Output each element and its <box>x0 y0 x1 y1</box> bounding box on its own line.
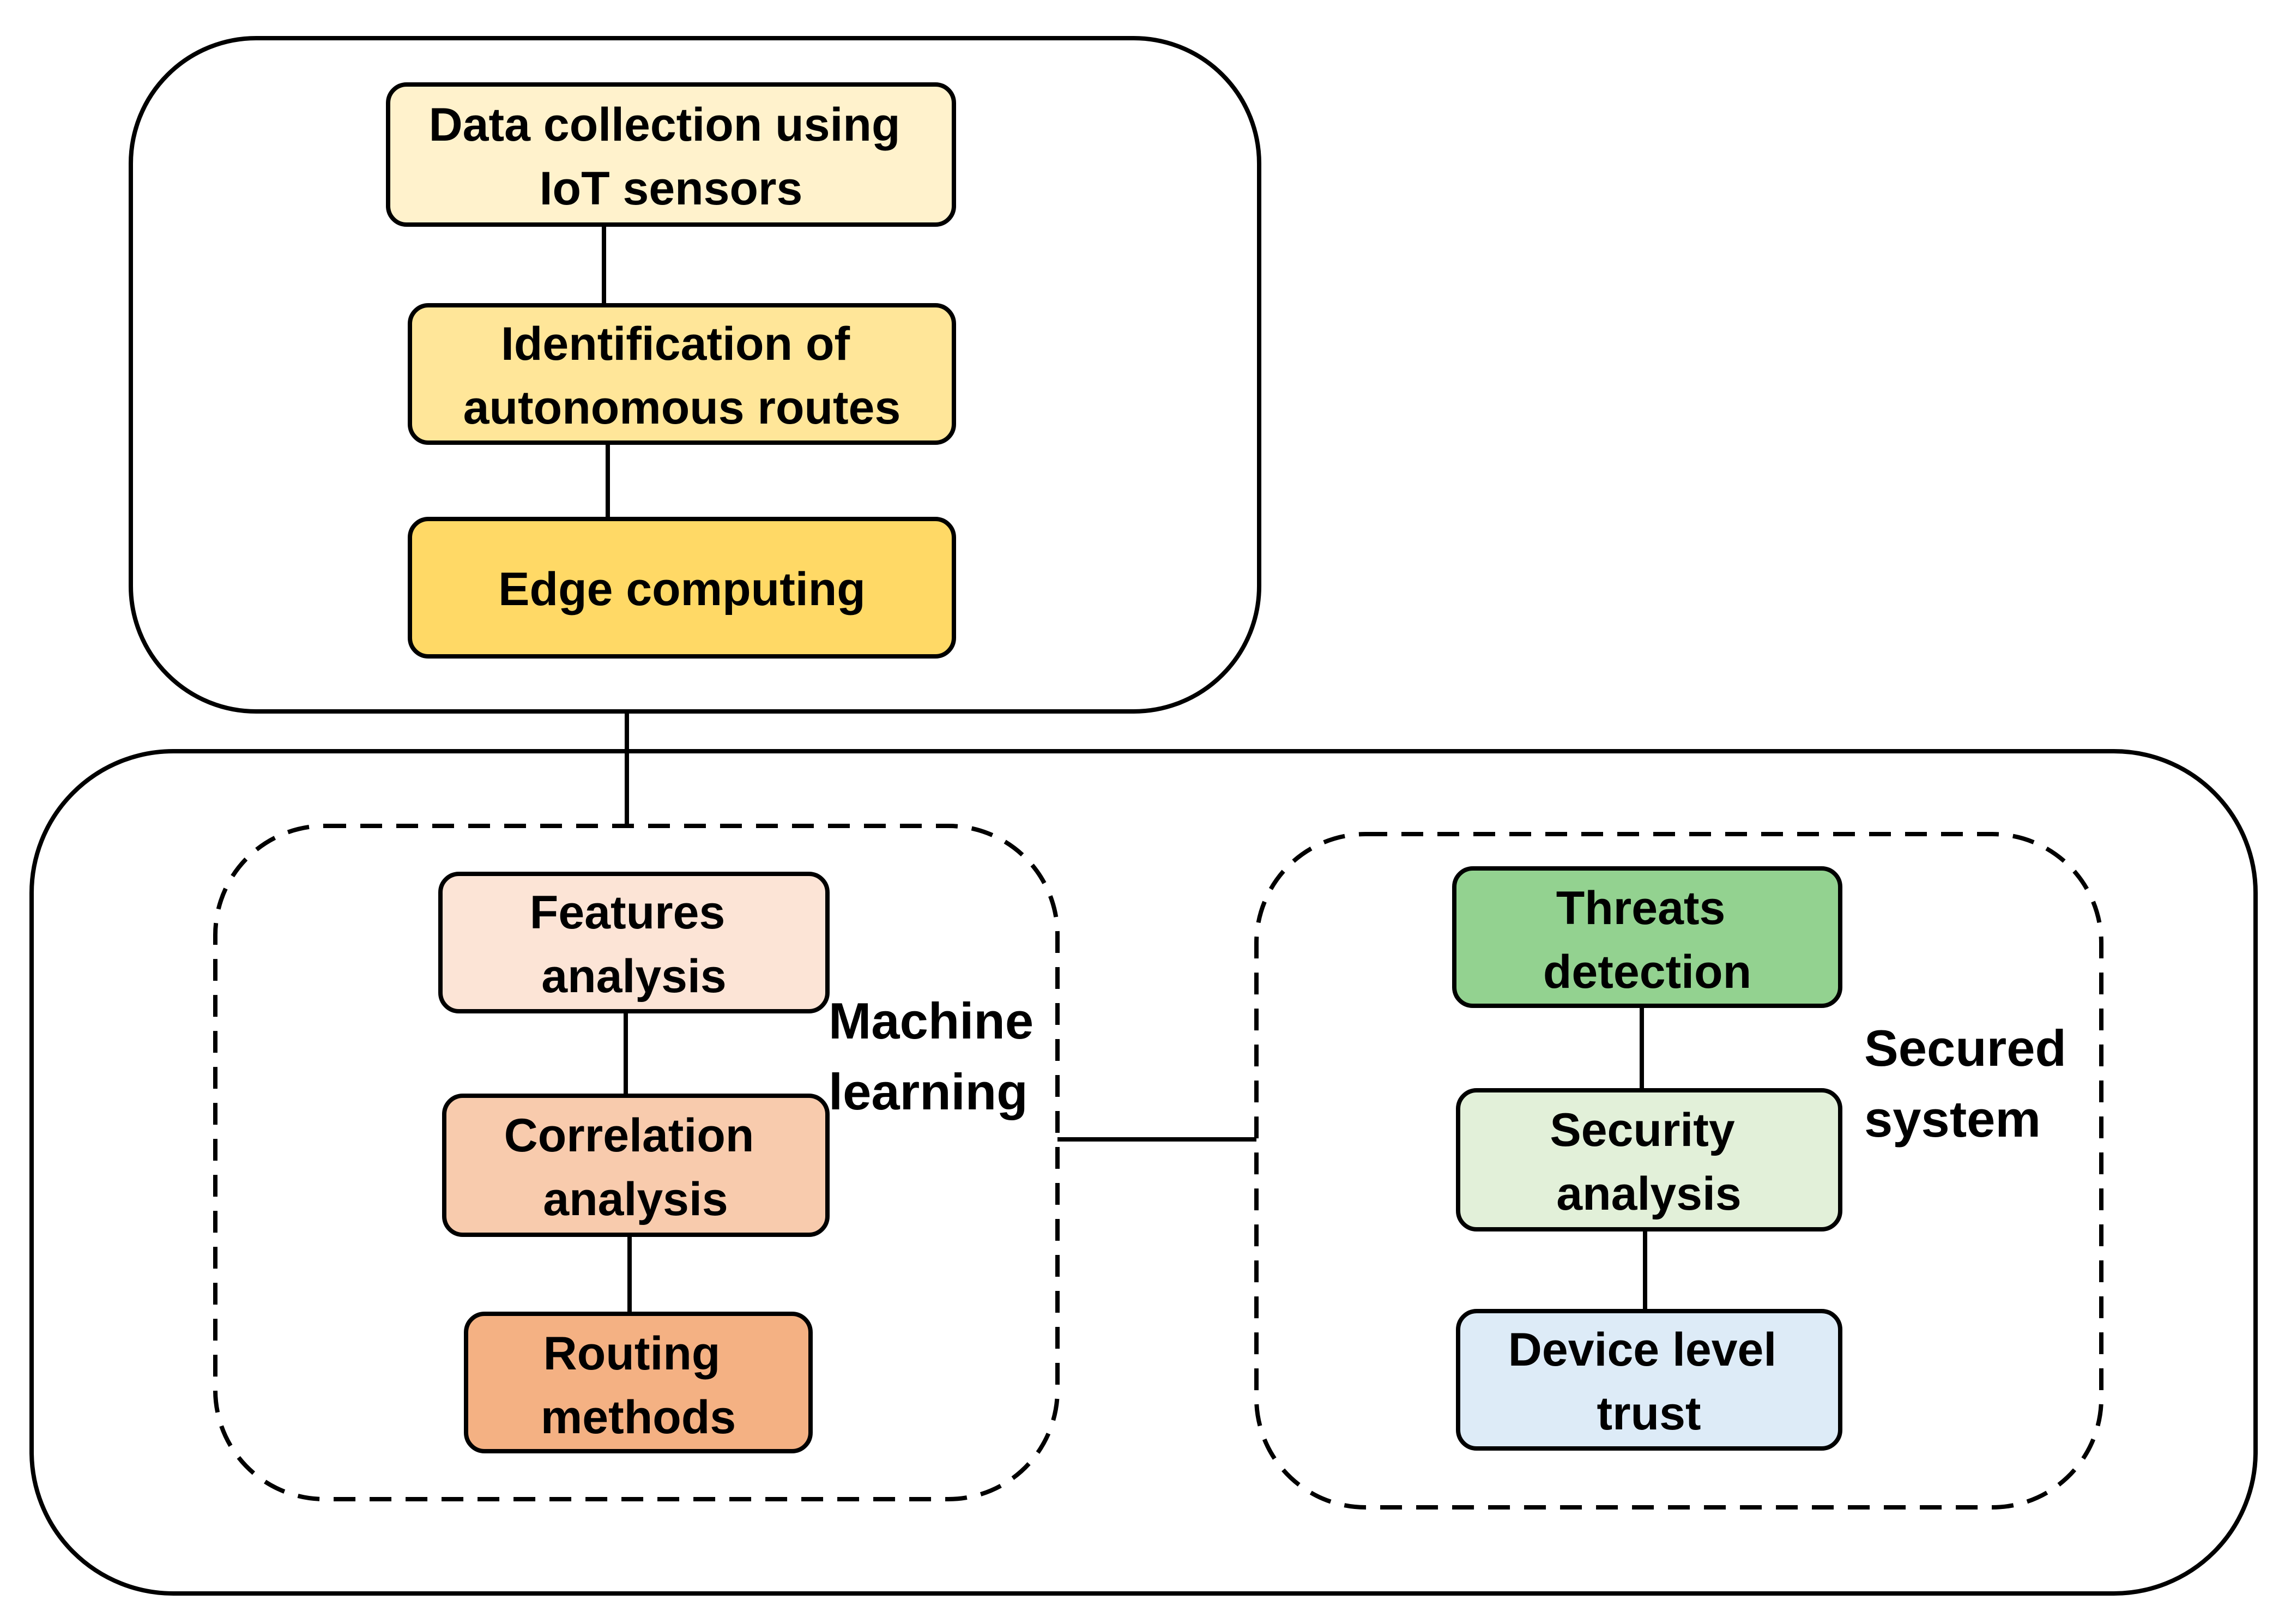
machine-learning-label-line-1: Machine <box>829 992 1033 1049</box>
correlation-analysis-box-shape <box>442 1094 830 1237</box>
security-analysis-box-shape <box>1456 1088 1842 1231</box>
correlation-analysis-label: Correlation analysis <box>504 1109 767 1225</box>
top-group-frame <box>129 36 1261 714</box>
features-analysis-box-shape <box>438 872 830 1013</box>
security-analysis-label-line-2: analysis <box>1556 1168 1741 1220</box>
routing-methods-box: Routing methods <box>464 1312 813 1453</box>
identification-label-line-1: Identification of <box>501 318 850 370</box>
threats-detection-box-shape <box>1452 866 1842 1008</box>
machine-learning-label-line-2: learning <box>829 1063 1028 1120</box>
routing-methods-label-line-2: methods <box>541 1391 736 1444</box>
features-analysis-label: Features analysis <box>530 886 738 1003</box>
device-level-trust-label-line-2: trust <box>1597 1387 1701 1440</box>
threats-detection-label-line-1: Threats <box>1556 882 1726 934</box>
device-level-trust-label: Device level trust <box>1508 1324 1790 1440</box>
identification-label-line-2: autonomous routes <box>463 382 901 434</box>
secured-system-label-line-1: Secured <box>1864 1019 2066 1077</box>
edge-computing-label-line-1: Edge computing <box>498 563 866 615</box>
edge-computing-box-shape <box>408 517 956 659</box>
identification-box: Identification of autonomous routes <box>408 303 956 445</box>
threats-detection-label-line-2: detection <box>1543 946 1751 998</box>
threats-detection-label: Threats detection <box>1543 882 1751 998</box>
secured-system-group-frame <box>1254 832 2103 1510</box>
security-analysis-label: Security analysis <box>1550 1104 1748 1220</box>
routing-methods-box-shape <box>464 1312 813 1453</box>
machine-learning-group-label: Machine learning <box>829 992 1048 1120</box>
features-analysis-label-line-2: analysis <box>541 950 726 1003</box>
security-analysis-box: Security analysis <box>1456 1088 1842 1231</box>
bottom-group-frame <box>29 749 2258 1596</box>
correlation-analysis-label-line-1: Correlation <box>504 1109 754 1162</box>
identification-label: Identification of autonomous routes <box>463 318 901 434</box>
data-collection-box-shape <box>386 82 956 227</box>
device-level-trust-box-shape <box>1456 1309 1842 1451</box>
machine-learning-group-frame <box>213 824 1060 1501</box>
threats-detection-box: Threats detection <box>1452 866 1842 1008</box>
secured-system-label-line-2: system <box>1864 1090 2041 1148</box>
device-level-trust-box: Device level trust <box>1456 1309 1842 1451</box>
device-level-trust-label-line-1: Device level <box>1508 1324 1776 1376</box>
data-collection-label-line-2: IoT sensors <box>540 162 803 215</box>
routing-methods-label-line-1: Routing <box>543 1327 721 1380</box>
correlation-analysis-label-line-2: analysis <box>543 1173 728 1225</box>
features-analysis-label-line-1: Features <box>530 886 726 939</box>
secured-system-group-label: Secured system <box>1864 1019 2081 1148</box>
data-collection-label-line-1: Data collection using <box>429 99 900 151</box>
routing-methods-label: Routing methods <box>541 1327 736 1444</box>
edge-computing-label: Edge computing <box>498 563 866 615</box>
data-collection-box: Data collection using IoT sensors <box>386 82 956 227</box>
correlation-analysis-box: Correlation analysis <box>442 1094 830 1237</box>
features-analysis-box: Features analysis <box>438 872 830 1013</box>
data-collection-label: Data collection using IoT sensors <box>429 99 914 215</box>
security-analysis-label-line-1: Security <box>1550 1104 1735 1156</box>
edge-computing-box: Edge computing <box>408 517 956 659</box>
identification-box-shape <box>408 303 956 445</box>
